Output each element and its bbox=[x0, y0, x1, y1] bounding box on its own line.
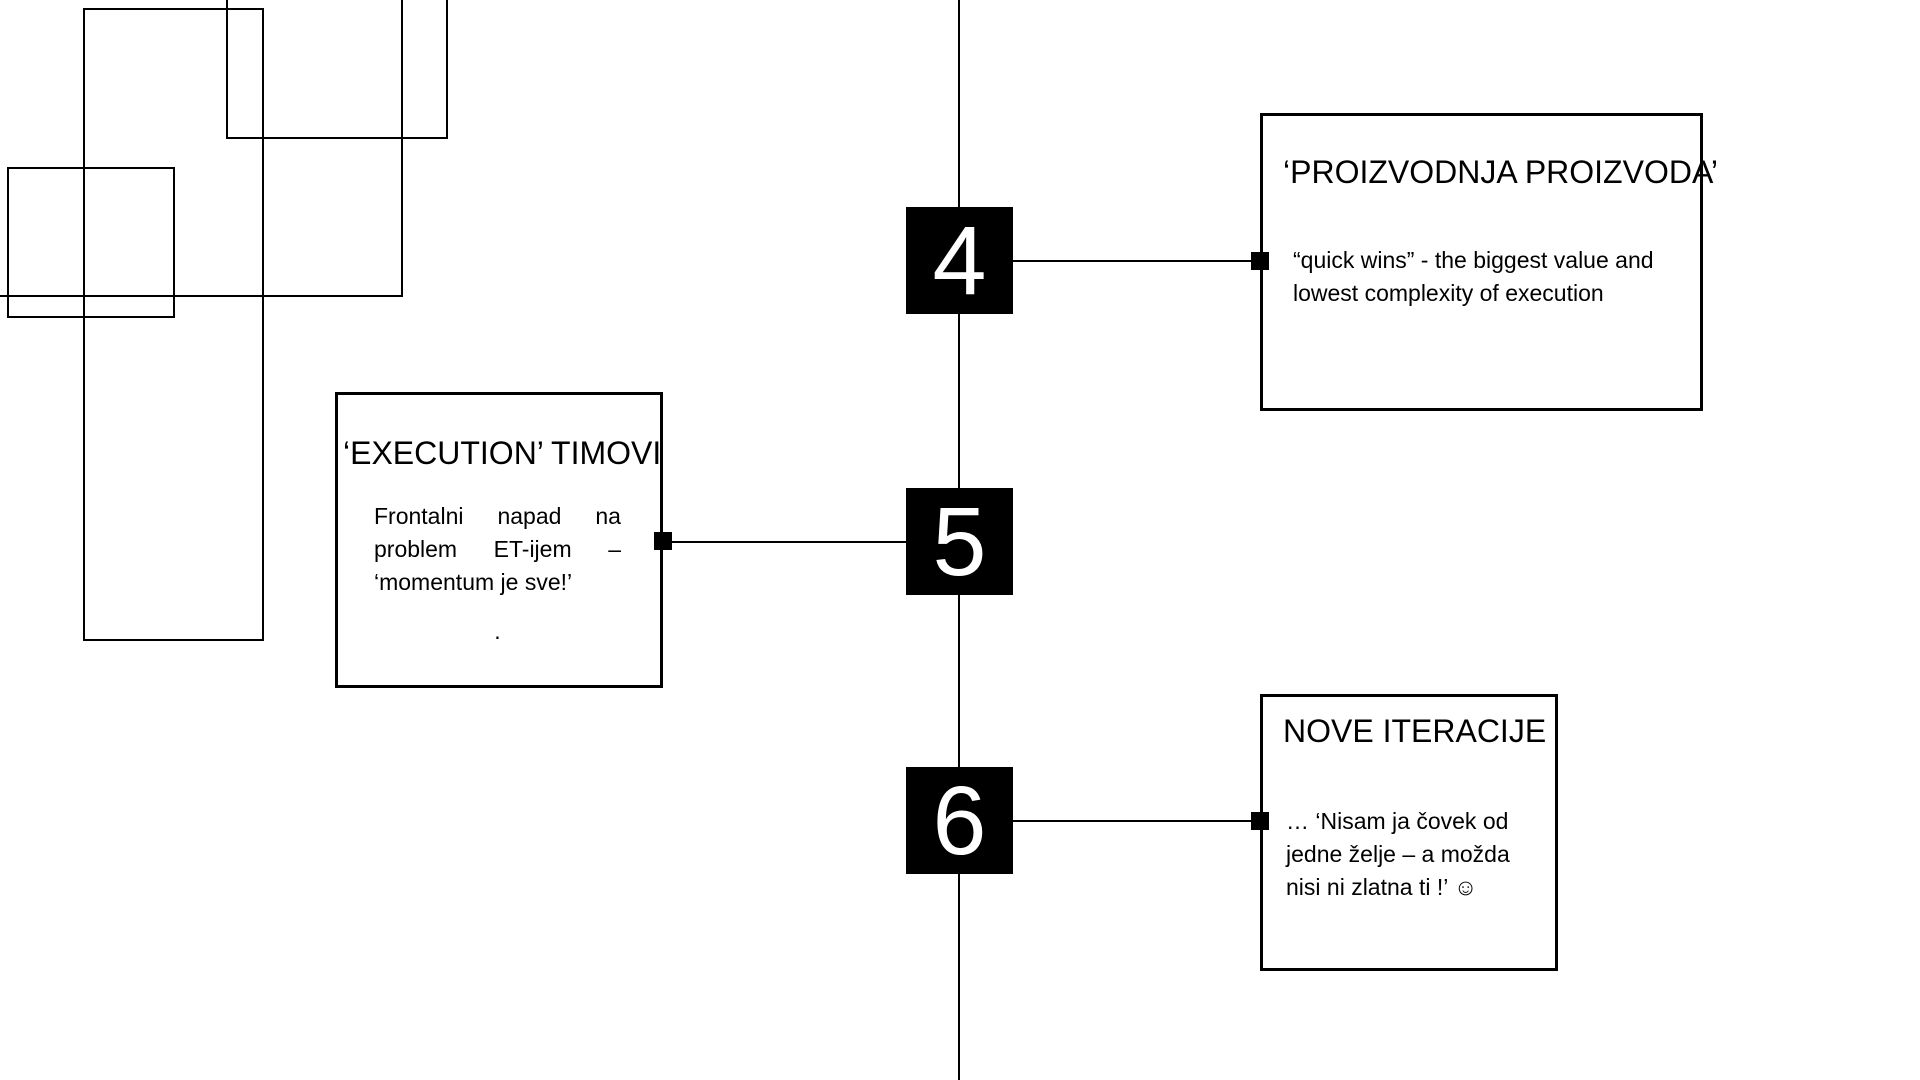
step-4-body-line-1: “quick wins” - the biggest value and bbox=[1293, 247, 1654, 273]
connector-line-step-6 bbox=[1013, 820, 1260, 822]
step-5-word: – bbox=[608, 536, 621, 562]
decor-rectangle bbox=[226, 0, 448, 139]
step-5-body-line-3: ‘momentum je sve!’ bbox=[374, 569, 573, 595]
step-5-marker[interactable]: 5 bbox=[906, 488, 1013, 595]
step-4-marker[interactable]: 4 bbox=[906, 207, 1013, 314]
step-4-title: ‘PROIZVODNJA PROIZVODA’ bbox=[1283, 154, 1719, 190]
connector-endpoint-step-4 bbox=[1251, 252, 1269, 270]
connector-line-step-5 bbox=[663, 541, 906, 543]
step-4-body-line-2: lowest complexity of execution bbox=[1293, 280, 1604, 306]
step-4-body: “quick wins” - the biggest value and low… bbox=[1293, 244, 1683, 310]
step-6-body-line-3: nisi ni zlatna ti !’ ☺ bbox=[1286, 874, 1478, 900]
step-6-title: NOVE ITERACIJE bbox=[1283, 713, 1547, 749]
step-5-title: ‘EXECUTION’ TIMOVI bbox=[343, 435, 662, 471]
step-5-body-line-1: Frontalni napad na bbox=[374, 500, 621, 533]
step-6-callout-box[interactable]: NOVE ITERACIJE … ‘Nisam ja čovek od jedn… bbox=[1260, 694, 1558, 971]
step-6-number: 6 bbox=[932, 766, 987, 875]
step-4-callout-box[interactable]: ‘PROIZVODNJA PROIZVODA’ “quick wins” - t… bbox=[1260, 113, 1718, 411]
step-4-number: 4 bbox=[932, 206, 987, 315]
step-5-body: Frontalni napad na problem ET-ijem – ‘mo… bbox=[374, 500, 621, 648]
step-5-number: 5 bbox=[932, 487, 987, 596]
connector-endpoint-step-5 bbox=[654, 532, 672, 550]
step-5-word: problem bbox=[374, 536, 458, 562]
connector-endpoint-step-6 bbox=[1251, 812, 1269, 830]
step-5-word: napad bbox=[497, 503, 562, 529]
step-5-word: Frontalni bbox=[374, 503, 464, 529]
step-6-body-line-1: … ‘Nisam ja čovek od bbox=[1286, 808, 1509, 834]
decor-rectangle bbox=[7, 167, 175, 318]
step-6-body-line-2: jedne želje – a možda bbox=[1286, 841, 1510, 867]
step-5-body-period: . bbox=[494, 618, 501, 644]
step-6-marker[interactable]: 6 bbox=[906, 767, 1013, 874]
step-5-word: ET-ijem bbox=[493, 536, 572, 562]
step-6-body: … ‘Nisam ja čovek od jedne želje – a mož… bbox=[1286, 805, 1546, 904]
step-5-callout-box[interactable]: ‘EXECUTION’ TIMOVI Frontalni napad na pr… bbox=[335, 392, 663, 688]
decor-rectangle bbox=[0, 0, 403, 297]
step-5-body-line-2: problem ET-ijem – bbox=[374, 533, 621, 566]
connector-line-step-4 bbox=[1013, 260, 1260, 262]
step-5-word: na bbox=[595, 503, 621, 529]
decor-rectangle bbox=[83, 8, 264, 641]
